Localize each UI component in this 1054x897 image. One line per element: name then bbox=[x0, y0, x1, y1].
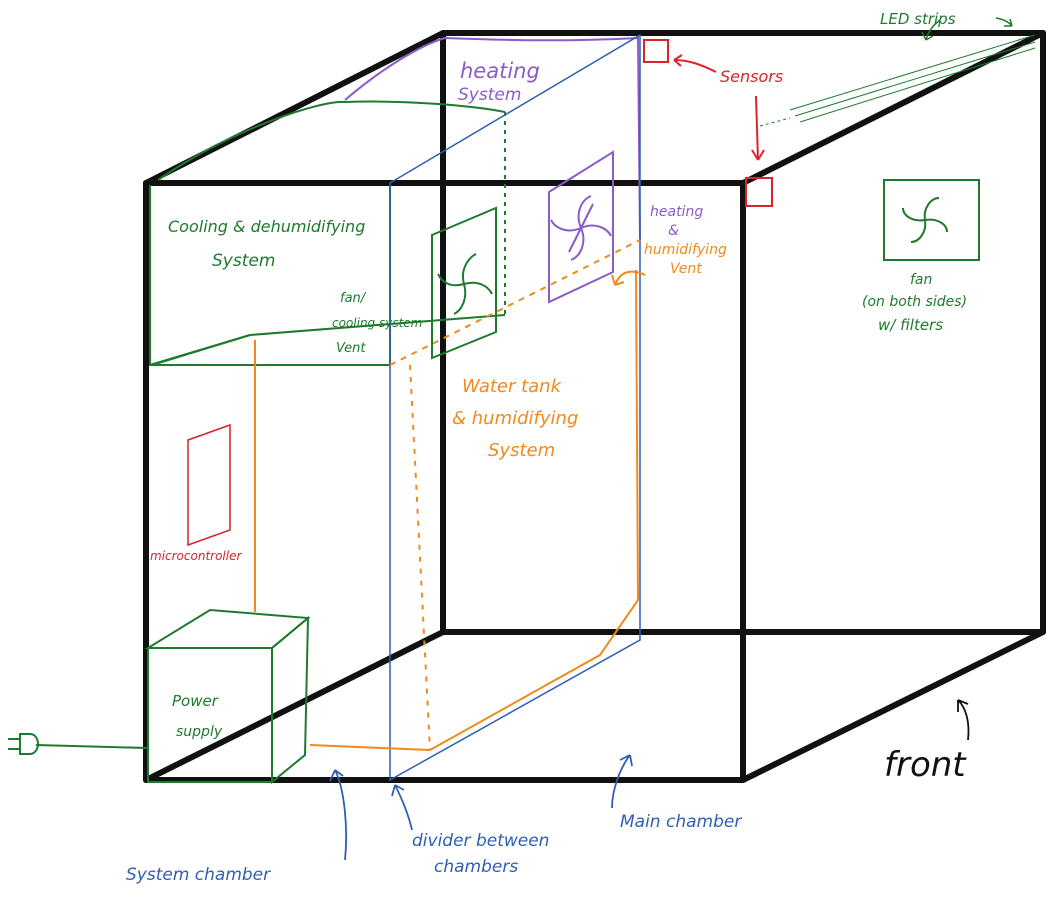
heat-vent-label: heating bbox=[650, 204, 703, 220]
water-tank-label-3: System bbox=[488, 440, 555, 461]
microcontroller-label: microcontroller bbox=[150, 549, 242, 563]
power-supply-label-2: supply bbox=[176, 724, 223, 740]
microcontroller-board bbox=[187, 423, 231, 547]
led-arrow bbox=[921, 19, 941, 41]
fan-label-3: w/ filters bbox=[878, 316, 943, 334]
heat-vent-label-3: humidifying bbox=[644, 242, 727, 258]
fan-vent-label: fan/ bbox=[340, 291, 367, 306]
led-strips-label: LED strips bbox=[880, 10, 956, 28]
front-label: front bbox=[884, 745, 967, 785]
heat-vent-label-2: & bbox=[668, 223, 679, 239]
arrow-system-chamber bbox=[329, 769, 347, 861]
arrow-divider bbox=[391, 784, 413, 831]
fan-icon bbox=[437, 253, 493, 315]
sensors bbox=[643, 39, 773, 207]
fan-label: fan bbox=[910, 272, 932, 288]
vent-arrow bbox=[611, 270, 646, 286]
sensors-label: Sensors bbox=[720, 67, 783, 86]
power-supply-label: Power bbox=[172, 692, 219, 710]
fan-vent-label-2: cooling system bbox=[332, 316, 422, 330]
fan-label-2: (on both sides) bbox=[862, 294, 967, 310]
power-cord bbox=[35, 744, 149, 749]
top-right-edge bbox=[740, 30, 1046, 186]
water-tank-system bbox=[254, 239, 641, 752]
cooling-vent-fan bbox=[431, 206, 497, 360]
water-tank-label: Water tank bbox=[462, 376, 563, 397]
fan-vent-label-3: Vent bbox=[336, 341, 366, 356]
led-arrow-right bbox=[995, 17, 1013, 27]
chamber-divider bbox=[389, 33, 641, 782]
power-supply bbox=[144, 608, 311, 785]
blue-arrows bbox=[329, 754, 633, 861]
fan-icon bbox=[550, 195, 612, 261]
divider-label: divider between bbox=[412, 831, 549, 851]
top-left-edge bbox=[143, 30, 446, 186]
arrow-main-chamber bbox=[611, 754, 633, 809]
chamber-frame bbox=[143, 30, 1046, 783]
sensor-front bbox=[745, 177, 773, 207]
cooling-system-label: Cooling & dehumidifying bbox=[168, 217, 365, 236]
arrow-front bbox=[957, 699, 970, 741]
sensor-arrow-2 bbox=[751, 95, 765, 161]
heating-vent-fan bbox=[548, 150, 614, 304]
led-strips bbox=[759, 34, 1036, 127]
system-chamber-label: System chamber bbox=[126, 865, 271, 885]
bottom-right-edge bbox=[740, 629, 1046, 783]
bottom-left-edge bbox=[143, 629, 446, 783]
fan-icon bbox=[902, 197, 948, 243]
sensor-top bbox=[643, 39, 669, 63]
heating-system-label-2: System bbox=[458, 85, 521, 105]
cooling-system-label-2: System bbox=[212, 251, 275, 271]
divider-label-2: chambers bbox=[434, 857, 518, 877]
heating-system-label: heating bbox=[460, 59, 540, 83]
power-plug-icon bbox=[8, 733, 40, 755]
main-chamber-label: Main chamber bbox=[620, 812, 742, 832]
sensor-arrow-1 bbox=[673, 54, 717, 73]
heat-vent-label-4: Vent bbox=[670, 261, 702, 277]
main-chamber-fan bbox=[883, 179, 980, 261]
water-tank-label-2: & humidifying bbox=[452, 408, 578, 429]
heating-system bbox=[344, 36, 641, 241]
